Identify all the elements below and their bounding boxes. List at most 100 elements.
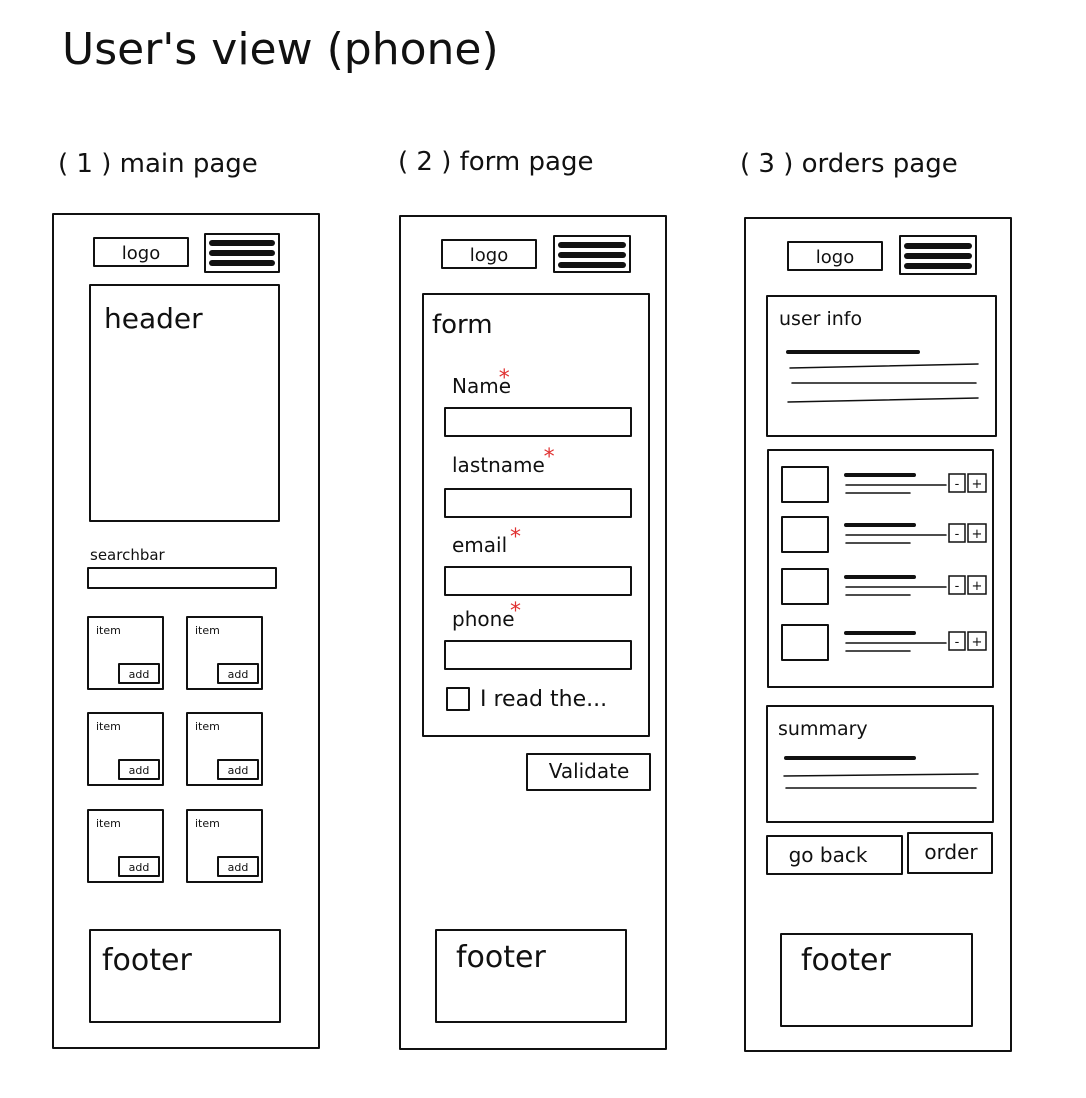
footer-section <box>89 929 281 1023</box>
phone-form-page: logo form Name*lastname*email*phone* I r… <box>399 215 667 1050</box>
footer-label: footer <box>456 940 546 975</box>
add-button[interactable] <box>118 759 160 780</box>
form-field: lastname* <box>444 445 632 518</box>
phone-orders-page: logo user info -+-+-+-+ summary go back … <box>744 217 1012 1052</box>
form-field: email* <box>444 525 632 596</box>
header-label: header <box>104 302 203 335</box>
product-thumbnail <box>781 466 829 503</box>
footer-section <box>780 933 973 1027</box>
item-card-box <box>186 809 263 883</box>
plus-icon: + <box>972 527 983 542</box>
item-card[interactable]: item add <box>87 809 164 883</box>
header-section <box>89 284 280 522</box>
field-label: phone <box>452 607 515 631</box>
form-field: Name* <box>444 366 632 437</box>
add-button-label: add <box>129 861 150 874</box>
text-line <box>789 363 979 369</box>
logo-label: logo <box>816 247 854 268</box>
item-label: item <box>96 817 121 830</box>
plus-icon: + <box>972 579 983 594</box>
logo-box[interactable] <box>787 241 883 271</box>
caption-main-page: ( 1 ) main page <box>58 149 258 179</box>
add-button-label: add <box>228 668 249 681</box>
go-back-button[interactable] <box>766 835 903 875</box>
hamburger-icon[interactable] <box>204 233 280 273</box>
item-card-box <box>186 712 263 786</box>
phone-frame <box>744 217 1012 1052</box>
searchbar-label: searchbar <box>90 546 166 564</box>
required-asterisk: * <box>544 445 555 470</box>
item-card-box <box>87 616 164 690</box>
validate-button[interactable] <box>526 753 651 791</box>
required-asterisk: * <box>499 366 510 391</box>
order-row: -+ <box>781 568 987 605</box>
summary-section <box>766 705 994 823</box>
required-asterisk: * <box>510 525 521 550</box>
increase-button[interactable] <box>967 575 987 595</box>
text-line <box>787 397 979 403</box>
text-input[interactable] <box>444 407 632 437</box>
decrease-button[interactable] <box>948 631 966 651</box>
form-field: phone* <box>444 599 632 670</box>
item-card[interactable]: item add <box>186 616 263 690</box>
product-thumbnail <box>781 568 829 605</box>
order-row: -+ <box>781 516 987 553</box>
summary-label: summary <box>778 718 868 740</box>
phone-frame <box>399 215 667 1050</box>
text-input[interactable] <box>444 566 632 596</box>
decrease-button[interactable] <box>948 523 966 543</box>
logo-label: logo <box>122 243 160 264</box>
add-button[interactable] <box>118 856 160 877</box>
add-button[interactable] <box>217 759 259 780</box>
increase-button[interactable] <box>967 523 987 543</box>
text-input[interactable] <box>444 488 632 518</box>
add-button[interactable] <box>217 663 259 684</box>
item-label: item <box>195 624 220 637</box>
text-input[interactable] <box>444 640 632 670</box>
order-row: -+ <box>781 466 987 503</box>
item-card-box <box>87 809 164 883</box>
order-button-label: order <box>924 840 978 864</box>
item-card[interactable]: item add <box>186 712 263 786</box>
plus-icon: + <box>972 477 983 492</box>
add-button-label: add <box>129 764 150 777</box>
add-button[interactable] <box>217 856 259 877</box>
caption-orders-page: ( 3 ) orders page <box>740 149 958 179</box>
search-input[interactable] <box>87 567 277 589</box>
text-line <box>783 773 979 777</box>
item-card[interactable]: item add <box>186 809 263 883</box>
item-card-box <box>87 712 164 786</box>
item-label: item <box>195 720 220 733</box>
order-list-section <box>767 449 994 688</box>
add-button-label: add <box>228 861 249 874</box>
add-button-label: add <box>129 668 150 681</box>
footer-label: footer <box>102 943 192 978</box>
minus-icon: - <box>955 579 960 594</box>
decrease-button[interactable] <box>948 575 966 595</box>
logo-box[interactable] <box>93 237 189 267</box>
form-section <box>422 293 650 737</box>
logo-box[interactable] <box>441 239 537 269</box>
add-button[interactable] <box>118 663 160 684</box>
product-thumbnail <box>781 624 829 661</box>
hamburger-icon[interactable] <box>899 235 977 275</box>
caption-form-page: ( 2 ) form page <box>398 147 593 177</box>
phone-frame <box>52 213 320 1049</box>
footer-label: footer <box>801 943 891 978</box>
go-back-button-label: go back <box>789 843 868 867</box>
decrease-button[interactable] <box>948 473 966 493</box>
minus-icon: - <box>955 527 960 542</box>
diagram-title: User's view (phone) <box>62 24 499 75</box>
field-label: lastname <box>452 453 545 477</box>
terms-checkbox[interactable] <box>446 687 470 711</box>
add-button-label: add <box>228 764 249 777</box>
increase-button[interactable] <box>967 473 987 493</box>
hamburger-icon[interactable] <box>553 235 631 273</box>
order-button[interactable] <box>907 832 993 874</box>
increase-button[interactable] <box>967 631 987 651</box>
item-label: item <box>195 817 220 830</box>
logo-label: logo <box>470 245 508 266</box>
user-info-section <box>766 295 997 437</box>
